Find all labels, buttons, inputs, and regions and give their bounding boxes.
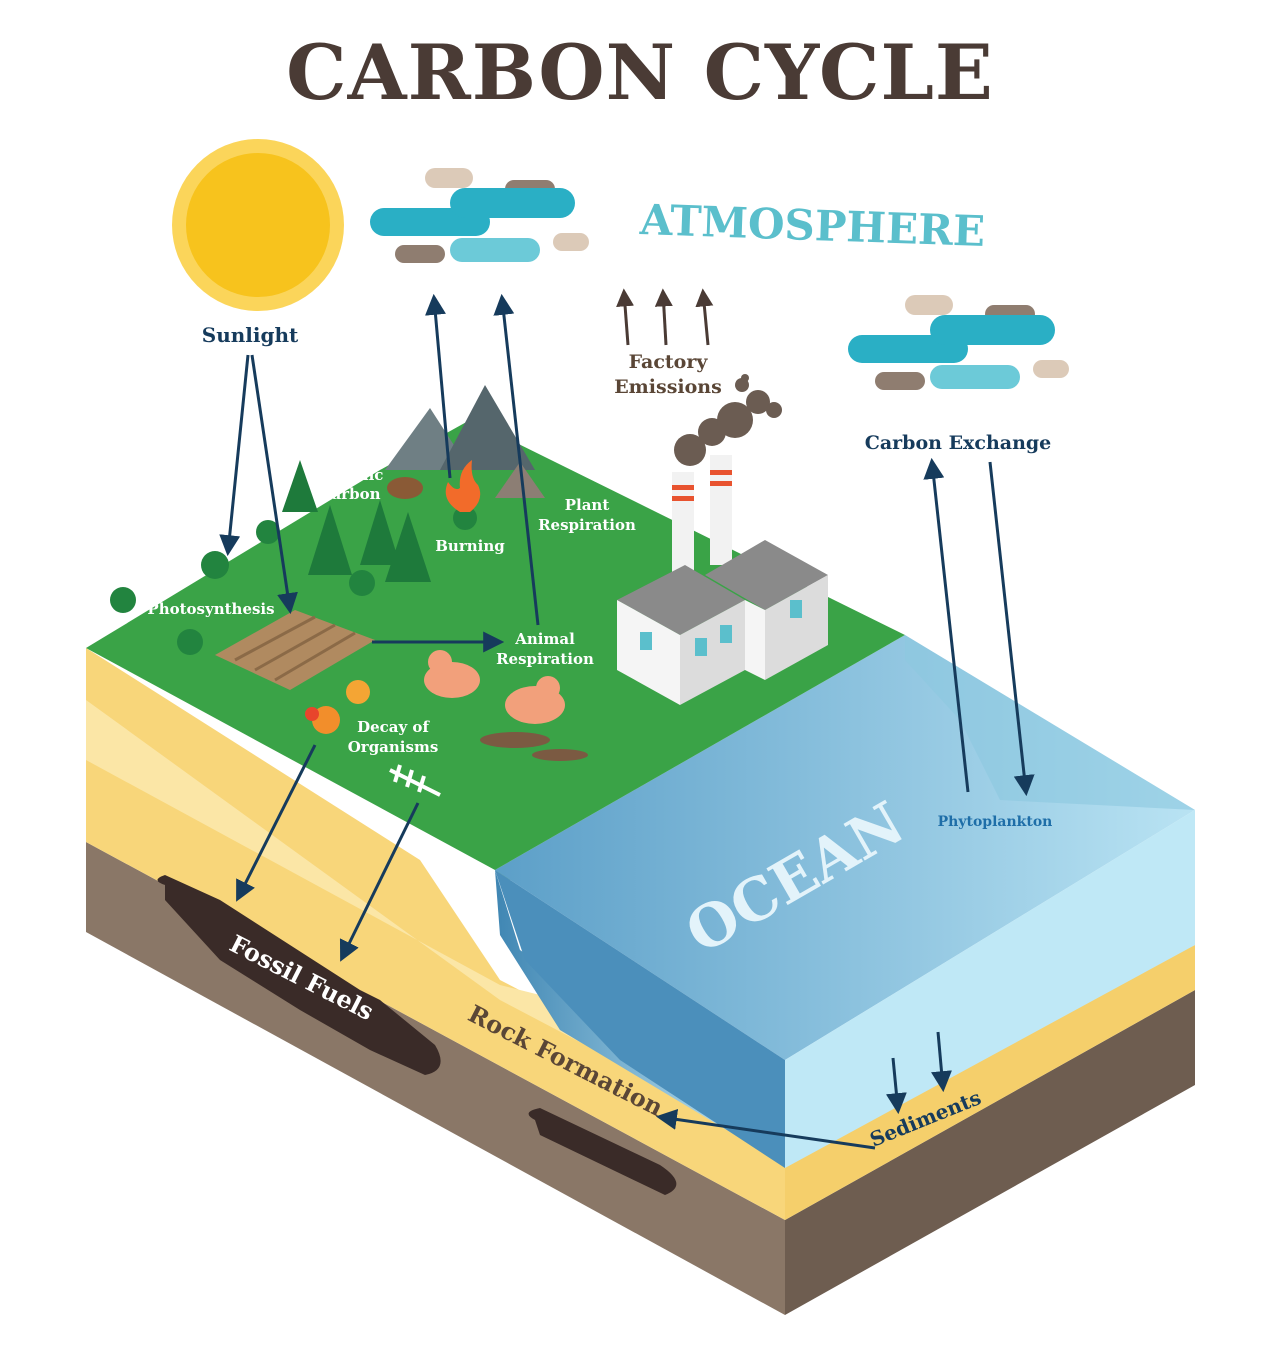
factory-emission-arrows <box>616 288 714 346</box>
cloud-group-left <box>370 168 589 263</box>
arrow-sediments-to-rock <box>655 1109 876 1150</box>
animal-respiration-label-line2: Respiration <box>496 650 594 668</box>
decay-label-line2: Organisms <box>348 738 439 756</box>
ground-block <box>86 374 1195 1315</box>
photosynthesis-label: Photosynthesis <box>147 600 274 618</box>
decay-label-line1: Decay of <box>357 718 430 736</box>
mountain-right <box>440 385 535 470</box>
arrow-ocean-to-sediments-2 <box>931 1031 952 1093</box>
carbon-exchange-label: Carbon Exchange <box>865 432 1052 454</box>
pig-icons <box>424 650 565 724</box>
arrow-exchange-down <box>988 461 1035 797</box>
plant-respiration-label-line1: Plant <box>565 496 610 514</box>
arrow-sunlight-to-field <box>250 354 298 615</box>
page-title: CARBON CYCLE <box>286 28 994 117</box>
arrow-exchange-up <box>923 457 970 793</box>
phytoplankton-label: Phytoplankton <box>938 814 1053 830</box>
factory <box>617 455 828 705</box>
fossil-fuel-deposit-1 <box>157 875 441 1075</box>
sand-left-face <box>86 648 785 1220</box>
animal-respiration-label-line1: Animal <box>514 630 575 648</box>
sun-icon <box>172 139 344 311</box>
forest <box>110 460 477 655</box>
sand-right-face <box>785 945 1195 1220</box>
fossil-fuel-deposit-2 <box>528 1108 677 1195</box>
factory-emissions-label-line2: Emissions <box>614 376 722 398</box>
crop-rows <box>234 615 356 682</box>
soil-right-face <box>785 990 1195 1315</box>
arrow-plant-respiration-up <box>493 293 540 626</box>
mud-puddles <box>480 732 588 761</box>
cloud-group-right <box>848 295 1069 390</box>
factory-smoke <box>674 374 782 466</box>
process-arrows <box>219 293 1035 1150</box>
bear-icon <box>387 477 423 499</box>
mountain-small <box>495 462 545 498</box>
arrow-sunlight-to-forest <box>219 354 250 557</box>
organic-carbon-label-line1: Organic <box>317 466 384 484</box>
plant-respiration-label-line2: Respiration <box>538 516 636 534</box>
organic-carbon-label-line2: Carbon <box>320 485 381 503</box>
arrow-skeleton-to-fossil <box>339 802 420 962</box>
ocean-right-face <box>785 810 1195 1168</box>
sunlight-label: Sunlight <box>202 323 299 347</box>
fire-icon <box>445 460 481 512</box>
ocean-shore-highlight <box>905 635 1195 810</box>
burning-label: Burning <box>435 537 505 555</box>
fish-skeleton-icon <box>389 764 441 797</box>
arrow-burning-up <box>425 293 452 479</box>
atmosphere-label: ATMOSPHERE <box>638 195 986 256</box>
autumn-trees <box>305 680 370 734</box>
arrow-ocean-to-sediments-1 <box>885 1057 907 1115</box>
factory-emissions-label-line1: Factory <box>629 351 709 373</box>
ocean-left-face <box>495 870 785 1168</box>
arrow-decay-to-fossil <box>236 744 317 902</box>
